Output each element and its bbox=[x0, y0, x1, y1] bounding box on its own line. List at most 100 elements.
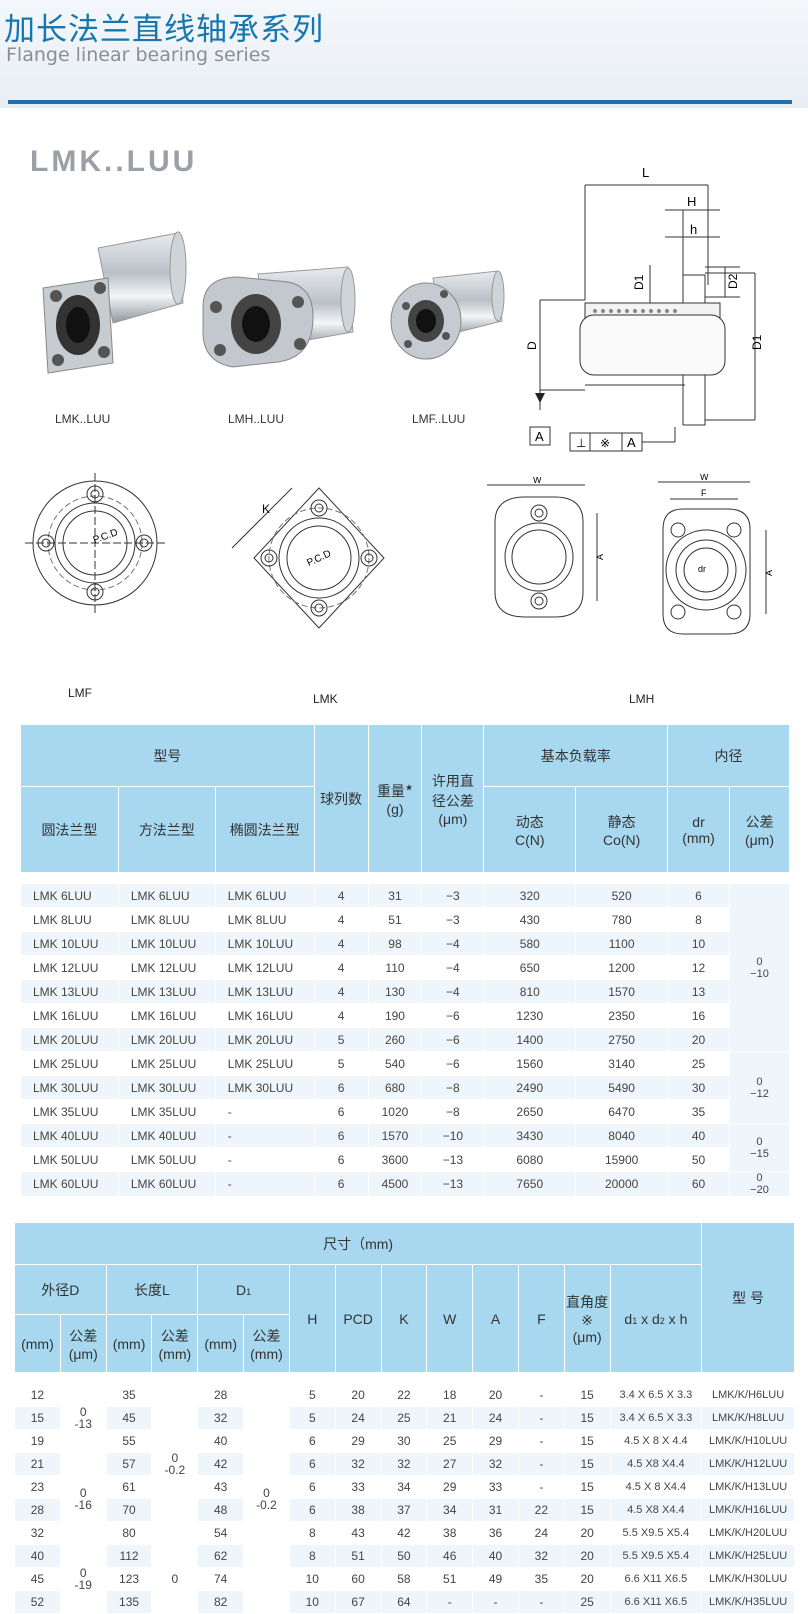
table-cell: 40 bbox=[197, 1429, 245, 1453]
table-cell: −4 bbox=[421, 955, 485, 980]
table-cell: LMK 60LUU bbox=[20, 1171, 119, 1197]
table-cell: LMK/K/H6LUU bbox=[701, 1383, 795, 1407]
th-A: A bbox=[472, 1264, 519, 1373]
table-cell: 35 bbox=[667, 1099, 730, 1124]
table-cell: - bbox=[517, 1406, 565, 1430]
table-cell: 20000 bbox=[575, 1171, 669, 1197]
table-cell: 33 bbox=[334, 1475, 382, 1499]
table-cell: 32 bbox=[14, 1521, 61, 1545]
table-cell: - bbox=[517, 1590, 565, 1614]
table-cell: - bbox=[214, 1147, 315, 1172]
view-label-lmh: LMH bbox=[629, 692, 655, 706]
table-cell: 21 bbox=[14, 1452, 61, 1476]
dim-label-D2: D2 bbox=[726, 273, 740, 289]
th-dia-tol: 许用直径公差(μm) bbox=[421, 724, 485, 873]
table-cell: LMK 25LUU bbox=[214, 1051, 315, 1076]
table-cell: 24 bbox=[334, 1406, 382, 1430]
tolerance-cell: 0−15 bbox=[728, 1123, 791, 1172]
view-label-lmf: LMF bbox=[68, 686, 92, 700]
table-cell: 2750 bbox=[575, 1027, 669, 1052]
table-cell: 34 bbox=[426, 1498, 474, 1522]
table-cell: 540 bbox=[367, 1051, 423, 1076]
table-cell: 2350 bbox=[575, 1003, 669, 1028]
dim-label-h: h bbox=[690, 222, 697, 237]
table-cell: LMK 50LUU bbox=[20, 1147, 119, 1172]
table-cell: 1230 bbox=[483, 1003, 577, 1028]
table-cell: 80 bbox=[105, 1521, 153, 1545]
table-cell: 1200 bbox=[575, 955, 669, 980]
table-cell: LMK 25LUU bbox=[20, 1051, 119, 1076]
dim-label-dr: dr bbox=[698, 564, 706, 574]
table-cell: 43 bbox=[334, 1521, 382, 1545]
front-view-lmh: W A bbox=[487, 477, 605, 618]
table-cell: 31 bbox=[367, 883, 423, 908]
header-rule bbox=[8, 100, 792, 104]
table-cell: 62 bbox=[197, 1544, 245, 1568]
table-cell: 29 bbox=[426, 1475, 474, 1499]
table-cell: 320 bbox=[483, 883, 577, 908]
table-cell: 780 bbox=[575, 907, 669, 932]
table-cell: LMK/K/H13LUU bbox=[701, 1475, 795, 1499]
table-cell: 32 bbox=[334, 1452, 382, 1476]
table-cell: LMK 10LUU bbox=[117, 931, 216, 956]
th-model2: 型 号 bbox=[701, 1222, 795, 1373]
table-cell: - bbox=[214, 1171, 315, 1197]
table-cell: 1570 bbox=[367, 1123, 423, 1148]
table-cell: 28 bbox=[197, 1383, 245, 1407]
table-cell: LMK/K/H35LUU bbox=[701, 1590, 795, 1614]
tolerance-cell: 0−12 bbox=[728, 1051, 791, 1124]
table-cell: 46 bbox=[426, 1544, 474, 1568]
table-cell: 6 bbox=[313, 1075, 369, 1100]
table-cell: LMK 13LUU bbox=[20, 979, 119, 1004]
table-cell: LMK 10LUU bbox=[20, 931, 119, 956]
table-cell: 680 bbox=[367, 1075, 423, 1100]
datum-label-A: A bbox=[535, 429, 544, 444]
table-cell: LMK 35LUU bbox=[20, 1099, 119, 1124]
table-cell: LMK 6LUU bbox=[20, 883, 119, 908]
table-cell: LMK 40LUU bbox=[117, 1123, 216, 1148]
table-cell: - bbox=[517, 1452, 565, 1476]
table-cell: 21 bbox=[426, 1406, 474, 1430]
table-cell: 6 bbox=[288, 1452, 336, 1476]
table-cell: LMK 16LUU bbox=[117, 1003, 216, 1028]
table-cell: 1560 bbox=[483, 1051, 577, 1076]
dim-label-F: F bbox=[701, 488, 707, 498]
table-cell: 6 bbox=[288, 1429, 336, 1453]
dim-label-D: D bbox=[525, 341, 539, 350]
table-cell: 43 bbox=[197, 1475, 245, 1499]
table-cell: LMK/K/H25LUU bbox=[701, 1544, 795, 1568]
table-cell: 6 bbox=[313, 1147, 369, 1172]
table-cell: 10 bbox=[288, 1590, 336, 1614]
table-cell: 15900 bbox=[575, 1147, 669, 1172]
table-cell: - bbox=[426, 1590, 474, 1614]
table-cell: 112 bbox=[105, 1544, 153, 1568]
table-cell: LMK 12LUU bbox=[20, 955, 119, 980]
table-cell: LMK 20LUU bbox=[214, 1027, 315, 1052]
table-cell: LMK 30LUU bbox=[20, 1075, 119, 1100]
table-cell: 580 bbox=[483, 931, 577, 956]
table-cell: 61 bbox=[105, 1475, 153, 1499]
table-cell: 4 bbox=[313, 979, 369, 1004]
table-cell: 5.5 X9.5 X5.4 bbox=[609, 1521, 703, 1545]
th-weight: 重量★(g) bbox=[367, 724, 423, 873]
table-cell: 34 bbox=[380, 1475, 428, 1499]
tolerance-cell: 0-16 bbox=[59, 1452, 107, 1545]
table-cell: 55 bbox=[105, 1429, 153, 1453]
th-W: W bbox=[426, 1264, 474, 1373]
th-dimensions: 尺寸（mm) bbox=[13, 1222, 703, 1265]
tolerance-cell: 0−10 bbox=[728, 883, 791, 1052]
table-cell: −8 bbox=[421, 1099, 485, 1124]
table-cell: 130 bbox=[367, 979, 423, 1004]
th-load: 基本负载率 bbox=[483, 724, 669, 787]
table-cell: 50 bbox=[380, 1544, 428, 1568]
